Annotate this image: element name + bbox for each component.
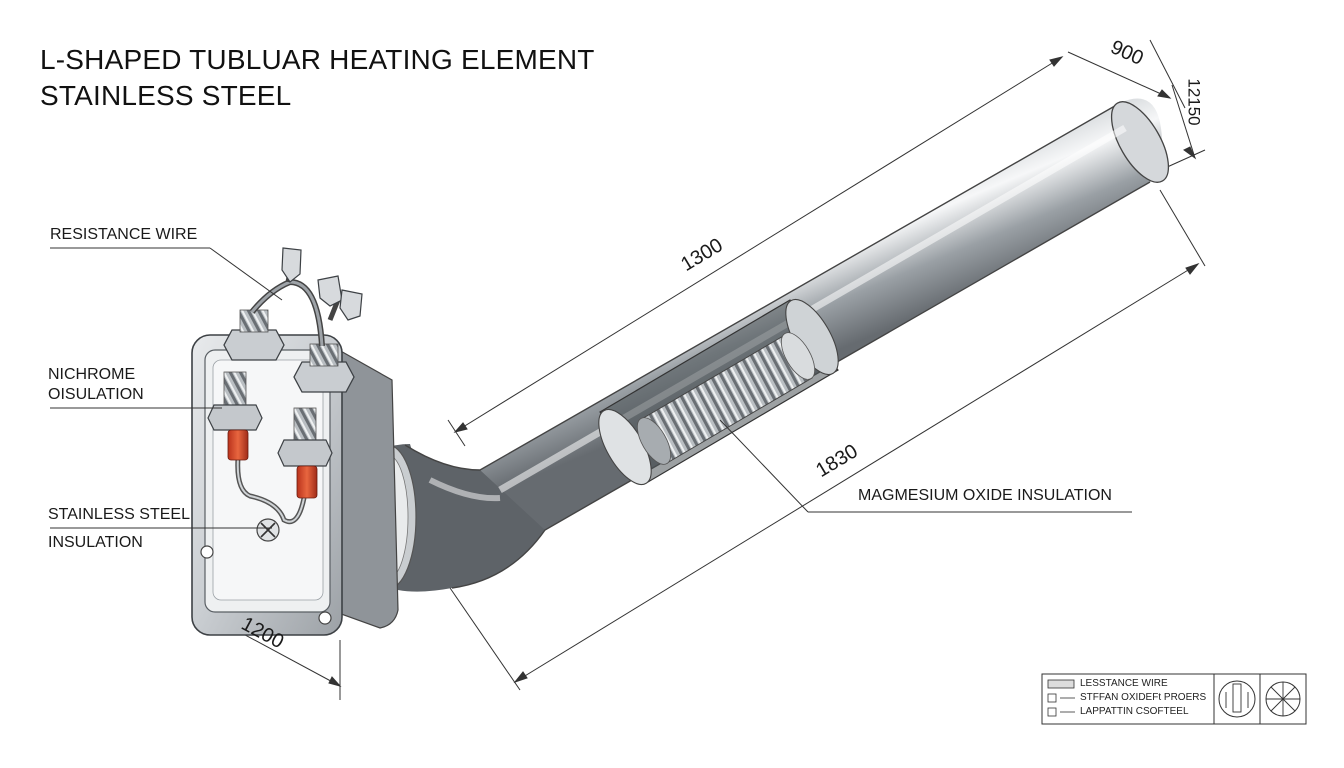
callout-stainless-steel: STAINLESS STEEL [48,506,190,523]
dimension-lines [191,39,1206,700]
terminal-box [191,247,399,636]
legend-row-3: LAPPATTIN CSOFTEEL [1080,706,1189,717]
callout-oisulation: OISULATION [48,386,144,403]
callout-resistance-wire: RESISTANCE WIRE [50,226,198,243]
callout-leaders [50,247,1132,529]
callout-nichrome: NICHROME [48,366,136,383]
dimension-12150: 12150 [1184,78,1204,126]
diagram-title-line-2: STAINLESS STEEL [40,80,292,111]
legend-row-1: LESSTANCE WIRE [1080,678,1168,689]
callout-insulation: INSULATION [48,534,143,551]
callout-magnesium-oxide-insulation: MAGMESIUM OXIDE INSULATION [858,487,1112,504]
legend-row-2: STFFAN OXIDEFt PROERS [1080,692,1207,703]
heating-tube [359,98,1170,592]
legend-box [1041,673,1307,725]
diagram-title-line-1: L-SHAPED TUBLUAR HEATING ELEMENT [40,44,595,75]
